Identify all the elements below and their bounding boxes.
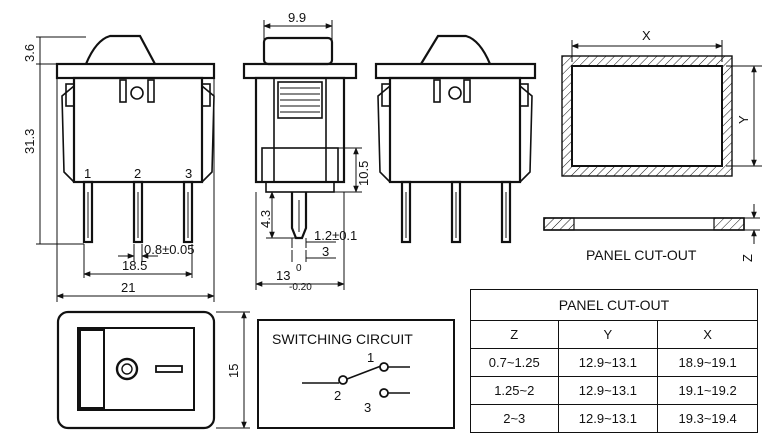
table-cell: 12.9~13.1 bbox=[557, 376, 659, 405]
circuit-p1: 1 bbox=[367, 350, 374, 365]
top-view: 15 bbox=[56, 310, 250, 430]
dim-pin-length: 10.5 bbox=[356, 161, 371, 186]
end-terminal bbox=[290, 192, 308, 240]
mirror-flange bbox=[374, 62, 537, 80]
dim-terminal-thickness: 1.2±0.1 bbox=[314, 228, 357, 243]
pin-2 bbox=[132, 180, 144, 244]
side-view: 1 2 3 3.6 31.3 0.8±0.05 18.5 21 bbox=[22, 34, 216, 302]
right-clip bbox=[201, 85, 215, 183]
dim-body-width: 13 bbox=[276, 268, 290, 283]
dim-tol-upper: 0 bbox=[296, 263, 302, 274]
table-cell: 18.9~19.1 bbox=[657, 348, 758, 377]
end-view: 9.9 10.5 4.3 1.2±0.1 bbox=[242, 10, 371, 293]
mirror-body bbox=[388, 76, 522, 184]
mirror-pin-1 bbox=[400, 180, 412, 244]
rocker-dark-side bbox=[79, 329, 105, 409]
mirror-pin-3 bbox=[500, 180, 512, 244]
header-z: Z bbox=[470, 320, 559, 349]
dim-pin-width: 0.8±0.05 bbox=[144, 242, 195, 257]
circuit-box bbox=[257, 319, 455, 429]
table-header-row: Z Y X bbox=[470, 320, 758, 349]
rocker-cap bbox=[84, 34, 156, 65]
dim-terminal-width: 3 bbox=[322, 244, 329, 259]
left-clip bbox=[61, 85, 75, 183]
on-symbol bbox=[155, 365, 183, 373]
pin-2-label: 2 bbox=[134, 166, 141, 181]
flange bbox=[55, 62, 216, 80]
table-title: PANEL CUT-OUT bbox=[470, 289, 758, 321]
table-cell: 19.3~19.4 bbox=[657, 404, 758, 433]
dim-height-body: 31.3 bbox=[22, 129, 37, 154]
cutout-x-label: X bbox=[642, 28, 651, 43]
dim-rocker-width: 9.9 bbox=[288, 10, 306, 25]
mirror-rocker-cap bbox=[420, 34, 492, 65]
dim-overall-width: 21 bbox=[121, 280, 135, 295]
header-x: X bbox=[657, 320, 758, 349]
table-row: 2~3 12.9~13.1 19.3~19.4 bbox=[470, 404, 758, 433]
table-cell: 2~3 bbox=[470, 404, 559, 433]
pin-1-label: 1 bbox=[84, 166, 91, 181]
panel-cutout-table: PANEL CUT-OUT Z Y X 0.7~1.25 12.9~13.1 1… bbox=[470, 289, 758, 433]
table-row: 1.25~2 12.9~13.1 19.1~19.2 bbox=[470, 376, 758, 405]
cutout-view: X Y Z PANEL CUT-OUT bbox=[543, 28, 762, 263]
cutout-y-label: Y bbox=[736, 115, 751, 124]
circuit-title: SWITCHING CIRCUIT bbox=[272, 331, 413, 347]
table-cell: 12.9~13.1 bbox=[557, 404, 659, 433]
table-cell: 1.25~2 bbox=[470, 376, 559, 405]
pivot-hole bbox=[130, 86, 144, 100]
cutout-z-label: Z bbox=[740, 254, 755, 262]
dim-height-top: 3.6 bbox=[22, 44, 37, 62]
dim-tol-lower: -0.20 bbox=[289, 282, 312, 293]
mirror-pin-2 bbox=[450, 180, 462, 244]
pin-3-label: 3 bbox=[185, 166, 192, 181]
dim-terminal-length: 4.3 bbox=[258, 210, 273, 228]
end-rocker bbox=[262, 36, 334, 66]
dim-top-height: 15 bbox=[226, 364, 241, 378]
circuit-p3: 3 bbox=[364, 400, 371, 415]
table-cell: 12.9~13.1 bbox=[557, 348, 659, 377]
cutout-caption: PANEL CUT-OUT bbox=[586, 247, 697, 263]
header-y: Y bbox=[557, 320, 659, 349]
side-view-mirror bbox=[374, 34, 537, 244]
table-row: 0.7~1.25 12.9~13.1 18.9~19.1 bbox=[470, 348, 758, 377]
cutout-hole bbox=[571, 65, 723, 167]
circuit-p2: 2 bbox=[334, 388, 341, 403]
pin-1 bbox=[82, 180, 94, 244]
dim-pin-spacing: 18.5 bbox=[122, 258, 147, 273]
end-flange bbox=[242, 62, 358, 80]
pin-3 bbox=[182, 180, 194, 244]
table-cell: 19.1~19.2 bbox=[657, 376, 758, 405]
switching-circuit: SWITCHING CIRCUIT 1 2 3 bbox=[257, 319, 455, 429]
table-cell: 0.7~1.25 bbox=[470, 348, 559, 377]
